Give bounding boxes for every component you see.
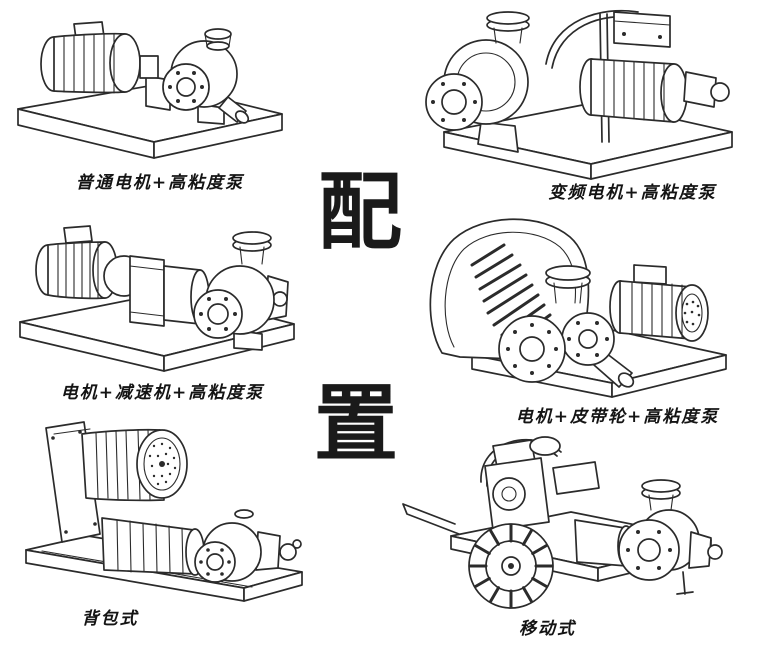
backpack-type-illustration xyxy=(25,421,303,602)
figure-motor-reducer-pump xyxy=(12,214,302,376)
figure-motor-belt-pump xyxy=(420,207,736,405)
caption-motor-belt-pump: 电机+皮带轮+高粘度泵 xyxy=(515,407,720,427)
caption-mobile-type: 移动式 xyxy=(519,619,576,639)
center-title-top-char: 配 xyxy=(317,162,402,261)
figure-mobile-type xyxy=(393,424,725,616)
caption-vfd-motor-pump: 变频电机+高粘度泵 xyxy=(548,183,717,203)
mobile-type-illustration xyxy=(402,436,723,609)
caption-motor-reducer-pump: 电机+减速机+高粘度泵 xyxy=(60,383,265,403)
caption-standard-motor-pump: 普通电机+高粘度泵 xyxy=(75,173,245,193)
figure-vfd-motor-pump xyxy=(386,2,742,182)
standard-motor-pump-illustration xyxy=(17,21,283,159)
motor-belt-pump-illustration xyxy=(429,218,727,398)
caption-backpack-type: 背包式 xyxy=(81,609,139,629)
motor-reducer-pump-illustration xyxy=(19,225,295,372)
figure-standard-motor-pump xyxy=(8,4,290,168)
figure-backpack-type xyxy=(12,406,312,602)
vfd-motor-pump-illustration xyxy=(425,9,733,180)
center-title-bottom-char: 置 xyxy=(313,374,398,473)
